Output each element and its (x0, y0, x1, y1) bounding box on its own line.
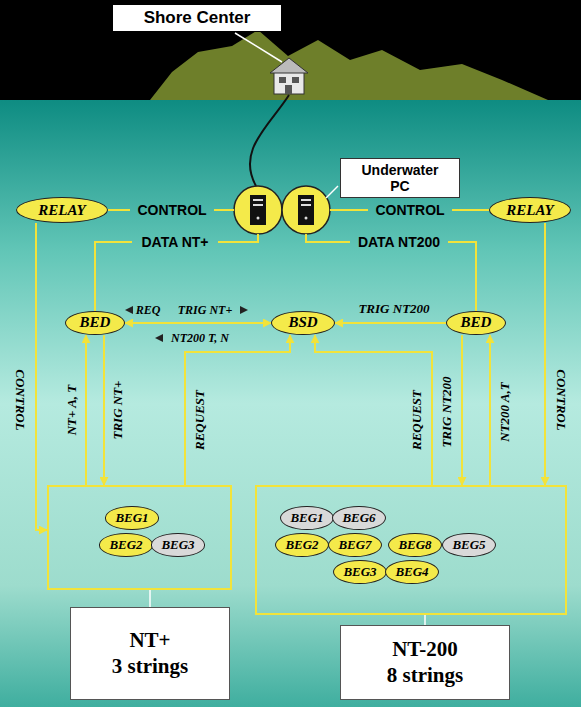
beg-oval: BEG7 (328, 533, 381, 557)
signal-connector (489, 335, 491, 485)
beg-oval: BEG4 (385, 560, 438, 584)
beg-oval: BEG3 (151, 533, 204, 556)
beg-oval: BEG3 (333, 560, 386, 584)
beg-oval: BEG6 (332, 506, 385, 530)
signal-label: NT+ A, T (64, 385, 80, 436)
leader-line (149, 590, 151, 607)
bsd-oval: BSD (271, 311, 335, 335)
signal-label: REQUEST (192, 390, 208, 450)
signal-connector (85, 335, 87, 485)
beg-oval: BEG1 (105, 506, 158, 529)
string-group: NT-2008 stringsBEG1BEG6BEG2BEG7BEG8BEG5B… (255, 485, 567, 615)
bed-oval: BED (65, 311, 125, 335)
string-group: NT+3 stringsBEG1BEG2BEG3 (47, 485, 232, 590)
signal-wires (95, 210, 489, 311)
heading-box: NT-2008 strings (340, 625, 510, 700)
hills (150, 30, 548, 100)
node-label: BED (80, 314, 111, 331)
signal-label: TRIG NT+ (110, 380, 126, 439)
relay-oval: RELAY (489, 197, 571, 223)
signal-label: DATA NT+ (141, 234, 208, 250)
signal-label: TRIG NT200 (358, 301, 429, 317)
bed-oval: BED (446, 311, 506, 335)
node-label: BEG8 (398, 537, 431, 553)
signal-connector (315, 335, 432, 485)
callout-box: Underwater PC (340, 158, 460, 198)
signal-label: TRIG NT200 (439, 376, 455, 447)
node-label: BEG2 (285, 537, 318, 553)
signal-connector (103, 335, 105, 485)
signal-label: DATA NT200 (358, 234, 440, 250)
node-label: Underwater PC (361, 162, 438, 194)
callout-box: Shore Center (112, 4, 282, 32)
beg-oval: BEG5 (442, 533, 495, 557)
beg-oval: BEG8 (388, 533, 441, 557)
node-label: BEG4 (395, 564, 428, 580)
signal-label: CONTROL (375, 202, 444, 218)
relay-oval: RELAY (16, 197, 108, 223)
signal-connector (461, 335, 463, 485)
shore-cable (250, 95, 289, 186)
signal-connector (125, 322, 271, 324)
node-label: BED (461, 314, 492, 331)
beg-oval: BEG1 (280, 506, 333, 530)
signal-connector (36, 223, 47, 530)
signal-label: CONTROL (12, 369, 28, 430)
node-label: BEG1 (290, 510, 323, 526)
node-label: BEG1 (115, 510, 148, 526)
node-label: BSD (288, 314, 317, 331)
node-label: BEG3 (161, 537, 194, 553)
signal-connector (544, 223, 546, 485)
signal-label: NT200 T, N (171, 331, 229, 346)
heading-box: NT+3 strings (70, 607, 230, 700)
beg-oval: BEG2 (275, 533, 328, 557)
leader-line (326, 186, 338, 198)
node-label: BEG3 (343, 564, 376, 580)
group-heading: 3 strings (112, 654, 188, 679)
group-heading: NT+ (129, 628, 170, 653)
shore-house (270, 58, 308, 94)
node-label: BEG2 (109, 537, 142, 553)
node-label: BEG7 (338, 537, 371, 553)
signal-label: NT200 A,T (497, 382, 513, 441)
sky (0, 0, 581, 100)
signal-connector (185, 335, 290, 485)
group-heading: NT-200 (392, 637, 458, 662)
group-heading: 8 strings (387, 663, 463, 688)
signal-connector (335, 322, 446, 324)
node-label: RELAY (38, 202, 86, 219)
node-label: Shore Center (144, 8, 251, 28)
leader-line (235, 33, 282, 62)
leader-line (424, 615, 426, 625)
underwater-pc (234, 186, 330, 234)
signal-label: CONTROL (553, 369, 569, 430)
signal-label: REQUEST (409, 390, 425, 450)
signal-label: TRIG NT+ (178, 303, 233, 318)
water (0, 100, 581, 707)
node-label: BEG5 (452, 537, 485, 553)
signal-label: REQ (136, 303, 161, 318)
node-label: BEG6 (342, 510, 375, 526)
node-label: RELAY (506, 202, 554, 219)
signal-label: CONTROL (137, 202, 206, 218)
beg-oval: BEG2 (99, 533, 152, 556)
